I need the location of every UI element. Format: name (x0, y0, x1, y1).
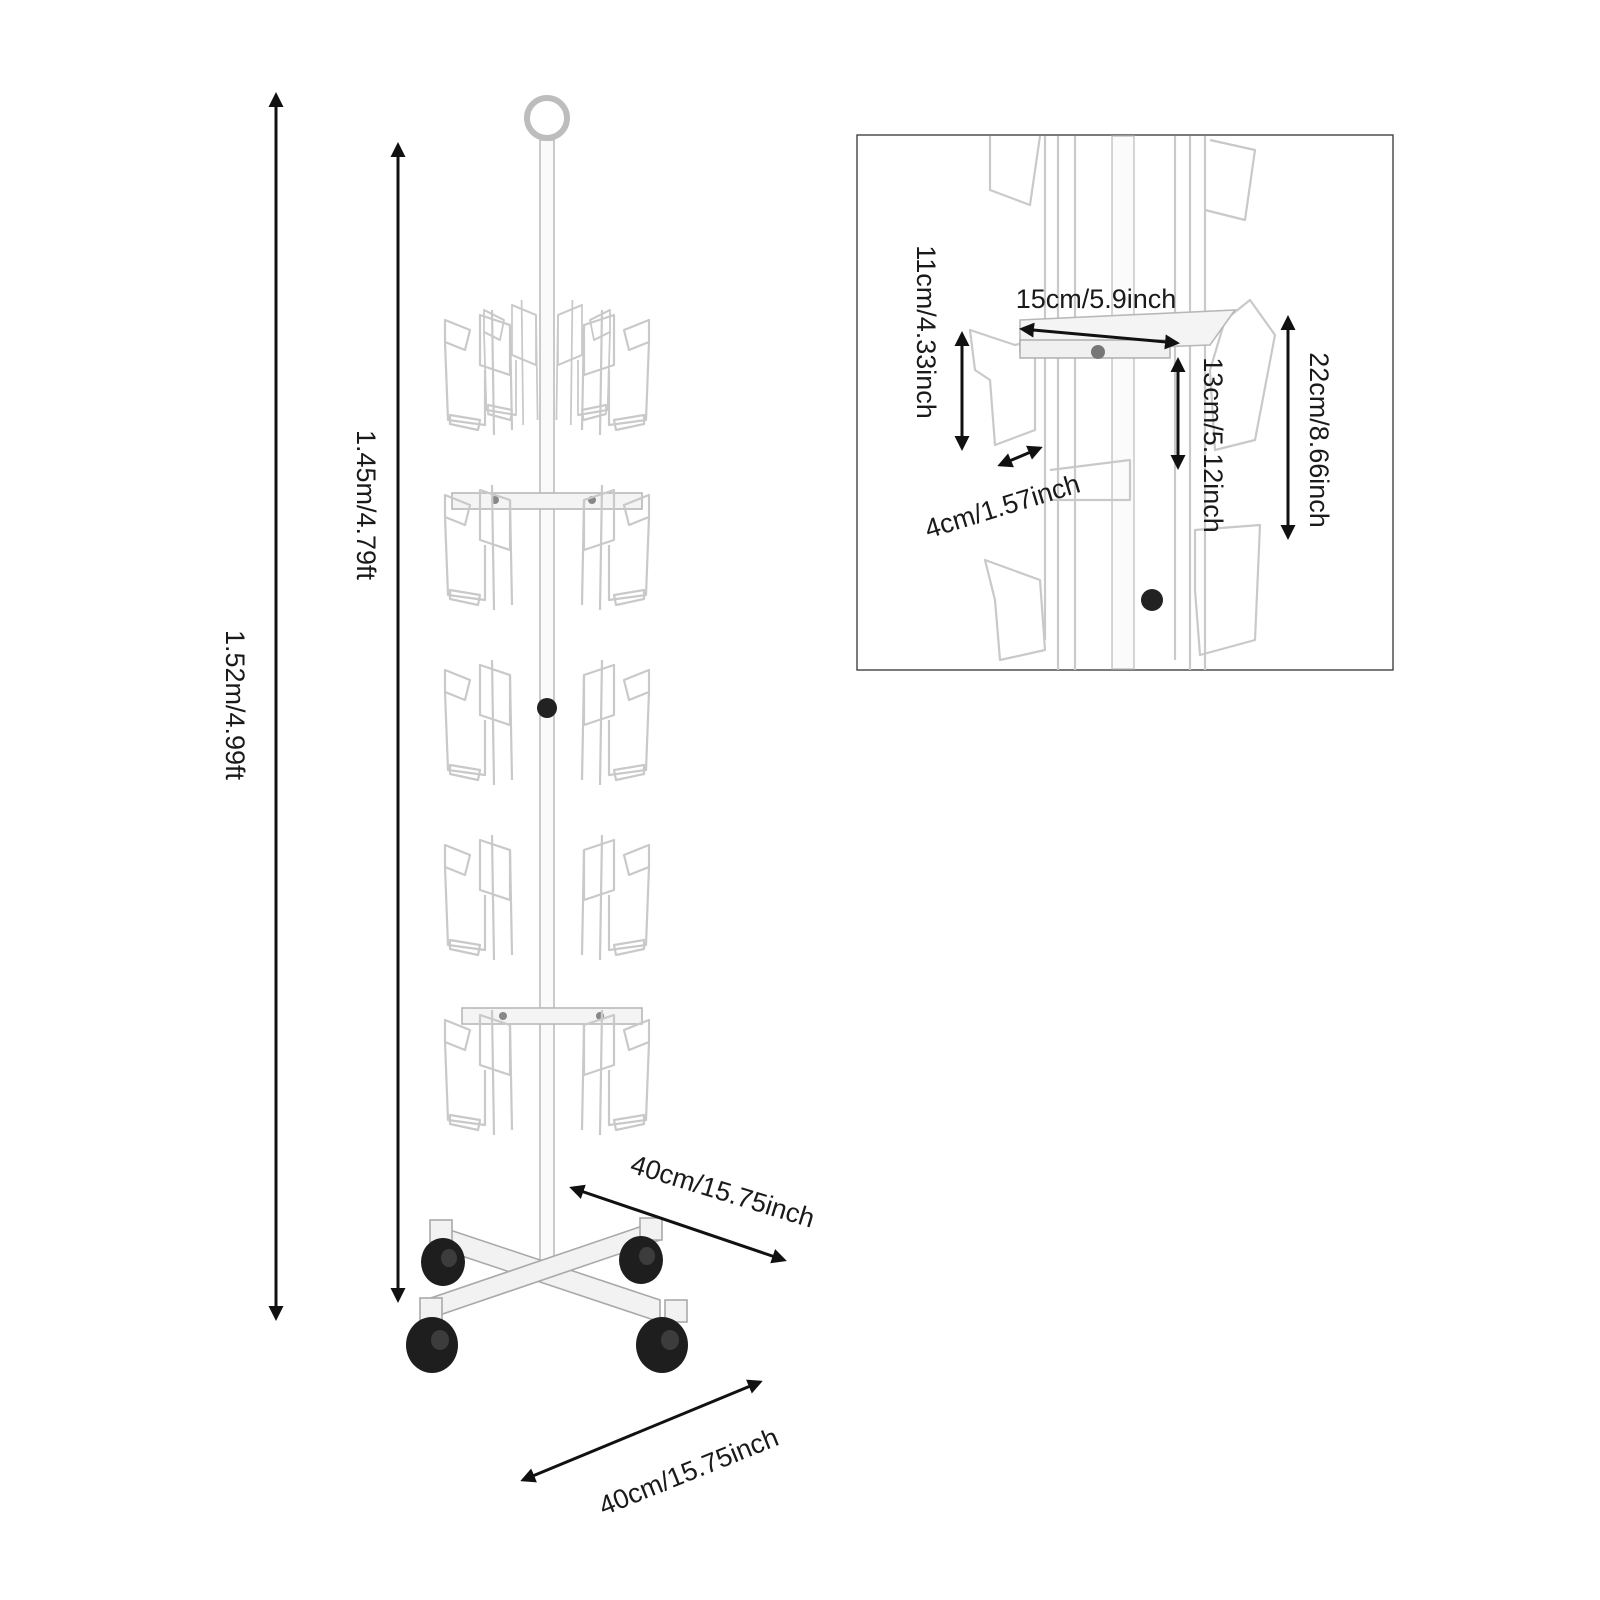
base-width-arrow (520, 1379, 763, 1483)
knob-icon (537, 698, 557, 718)
caster-wheel-icon (619, 1236, 663, 1284)
total-height-label: 1.52m/4.99ft (220, 630, 250, 781)
caster-wheel-icon (636, 1317, 688, 1373)
knob-icon (1141, 589, 1163, 611)
hanging-ring-icon (524, 95, 570, 141)
plate-width-label: 15cm/5.9inch (1016, 284, 1177, 314)
detail-inset: 15cm/5.9inch 11cm/4.33inch 4cm/1.57inch … (856, 134, 1394, 671)
tier-gap-label: 13cm/5.12inch (1198, 357, 1228, 533)
base-depth-arrow (569, 1184, 787, 1264)
plate-width-arrow (1019, 322, 1180, 350)
pocket-height-label: 11cm/4.33inch (911, 245, 941, 419)
pocket-total-height-label: 22cm/8.66inch (1304, 352, 1334, 528)
caster-wheel-icon (421, 1238, 465, 1286)
caster-wheel-icon (406, 1317, 458, 1373)
pocket-depth-arrow (997, 445, 1043, 468)
base-width-label: 40cm/15.75inch (595, 1422, 783, 1521)
pole-height-label: 1.45m/4.79ft (351, 430, 381, 581)
